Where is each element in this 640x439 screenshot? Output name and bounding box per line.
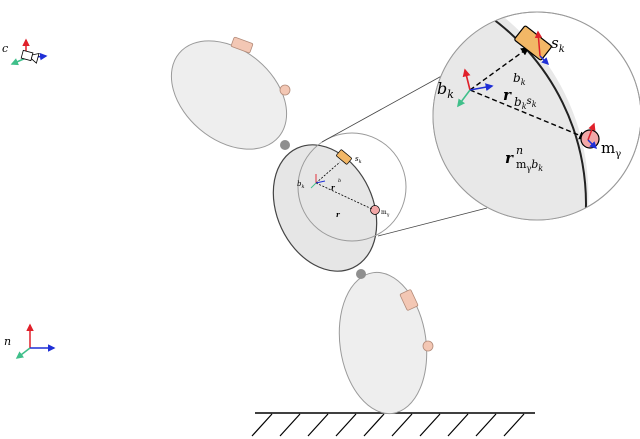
camera-icon bbox=[20, 49, 40, 64]
lower-marker bbox=[422, 340, 434, 352]
label-r-bs-sup: bk bbox=[513, 71, 526, 87]
navigation-frame-label: n bbox=[4, 335, 11, 348]
upper-marker bbox=[279, 84, 291, 96]
upper-sensor-pad bbox=[230, 36, 254, 54]
label-m-gamma: mγ bbox=[601, 139, 621, 160]
small-label-rbs-sup: b bbox=[338, 178, 341, 184]
small-label-b: bk bbox=[297, 180, 305, 190]
navigation-frame: n bbox=[4, 323, 56, 359]
small-label-rmb: r bbox=[336, 210, 341, 219]
label-r-mb-sup: n bbox=[516, 144, 523, 157]
label-r-mb: r bbox=[505, 149, 514, 167]
small-marker bbox=[370, 205, 380, 215]
lower-segment bbox=[338, 271, 434, 415]
segment-edge bbox=[479, 12, 587, 220]
small-sensor bbox=[336, 149, 352, 165]
small-label-m: mγ bbox=[381, 209, 390, 218]
zoom-connectors bbox=[321, 72, 488, 237]
joint-lower bbox=[356, 269, 366, 279]
sensor-box bbox=[514, 25, 552, 66]
vector-b-to-s bbox=[469, 47, 530, 91]
ground bbox=[251, 412, 535, 437]
camera-frame-label: c bbox=[2, 42, 8, 55]
upper-segment bbox=[170, 36, 291, 150]
label-r-bs: r bbox=[503, 86, 512, 104]
body-frame-axes bbox=[457, 68, 494, 108]
small-label-s: sk bbox=[355, 155, 362, 165]
zoom-detail-circle: bk sk r bk bksk r n mγbk mγ bbox=[432, 11, 640, 221]
label-r-bs-sub: bksk bbox=[514, 95, 537, 111]
marker-ball bbox=[580, 122, 600, 150]
small-label-rbs: r bbox=[331, 183, 336, 192]
joint-upper bbox=[280, 140, 290, 150]
label-r-mb-sub: mγbk bbox=[516, 158, 543, 173]
zoom-source-circle: bk sk r b r mγ bbox=[297, 132, 407, 242]
label-s-k: sk bbox=[551, 34, 565, 55]
lower-sensor-pad bbox=[399, 289, 419, 311]
vector-b-to-m bbox=[469, 89, 588, 140]
camera-frame: c bbox=[2, 38, 48, 66]
label-b-k: bk bbox=[437, 79, 454, 101]
